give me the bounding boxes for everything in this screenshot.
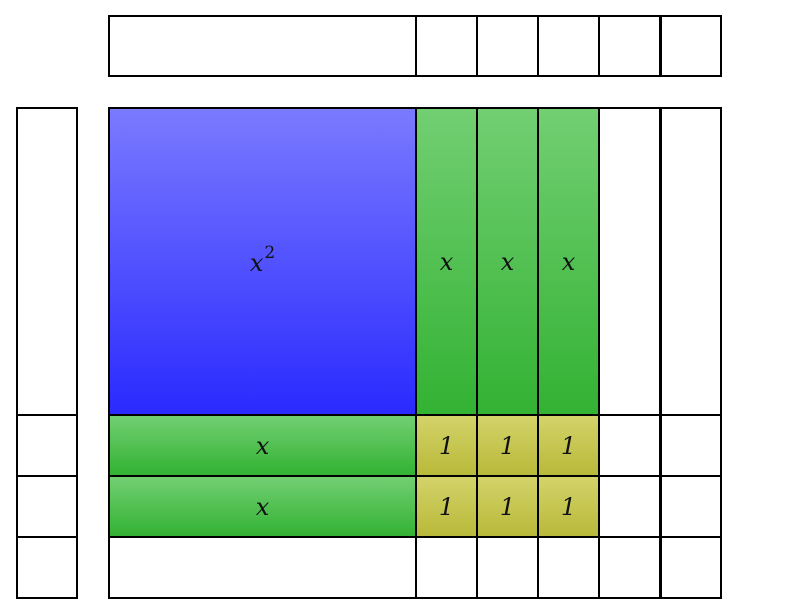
x-tile-label: x [255,431,270,460]
left-factor-unit-slot [16,536,78,599]
x-squared-label: x2 [249,244,275,277]
unit-tile: 1 [476,475,539,538]
empty-grid-cell [537,536,600,599]
empty-grid-cell [660,475,722,538]
unit-tile: 1 [537,475,600,538]
unit-tile: 1 [537,414,600,477]
x-tile-vertical: x [537,107,600,416]
unit-tile-label: 1 [438,431,455,460]
unit-tile-label: 1 [560,492,577,521]
empty-grid-row-wide [108,536,417,599]
x-tile-horizontal: x [108,475,417,538]
top-factor-unit-slot [476,15,539,77]
x-tile-horizontal: x [108,414,417,477]
empty-grid-cell [660,414,722,477]
x-tile-label: x [255,492,270,521]
top-factor-unit-slot [537,15,600,77]
empty-grid-cell [476,536,539,599]
unit-tile-label: 1 [499,492,516,521]
unit-tile: 1 [415,475,478,538]
empty-grid-column [598,107,661,416]
unit-tile-label: 1 [438,492,455,521]
empty-grid-cell [415,536,478,599]
top-factor-unit-slot [660,15,722,77]
x-squared-tile: x2 [108,107,417,416]
x-tile-vertical: x [415,107,478,416]
top-factor-unit-slot [415,15,478,77]
left-factor-unit-slot [16,414,78,477]
x-tile-vertical: x [476,107,539,416]
unit-tile-label: 1 [560,431,577,460]
unit-tile-label: 1 [499,431,516,460]
unit-tile: 1 [415,414,478,477]
x-squared-exponent: 2 [264,242,276,263]
empty-grid-cell [598,414,661,477]
x-tile-label: x [500,247,515,276]
empty-grid-cell [598,536,661,599]
empty-grid-cell [598,475,661,538]
x-squared-base: x [249,248,264,277]
empty-grid-cell [660,536,722,599]
x-tile-label: x [561,247,576,276]
x-tile-label: x [439,247,454,276]
top-factor-unit-slot [598,15,661,77]
left-factor-x-slot [16,107,78,416]
left-factor-unit-slot [16,475,78,538]
unit-tile: 1 [476,414,539,477]
top-factor-x-slot [108,15,417,77]
empty-grid-column [660,107,722,416]
